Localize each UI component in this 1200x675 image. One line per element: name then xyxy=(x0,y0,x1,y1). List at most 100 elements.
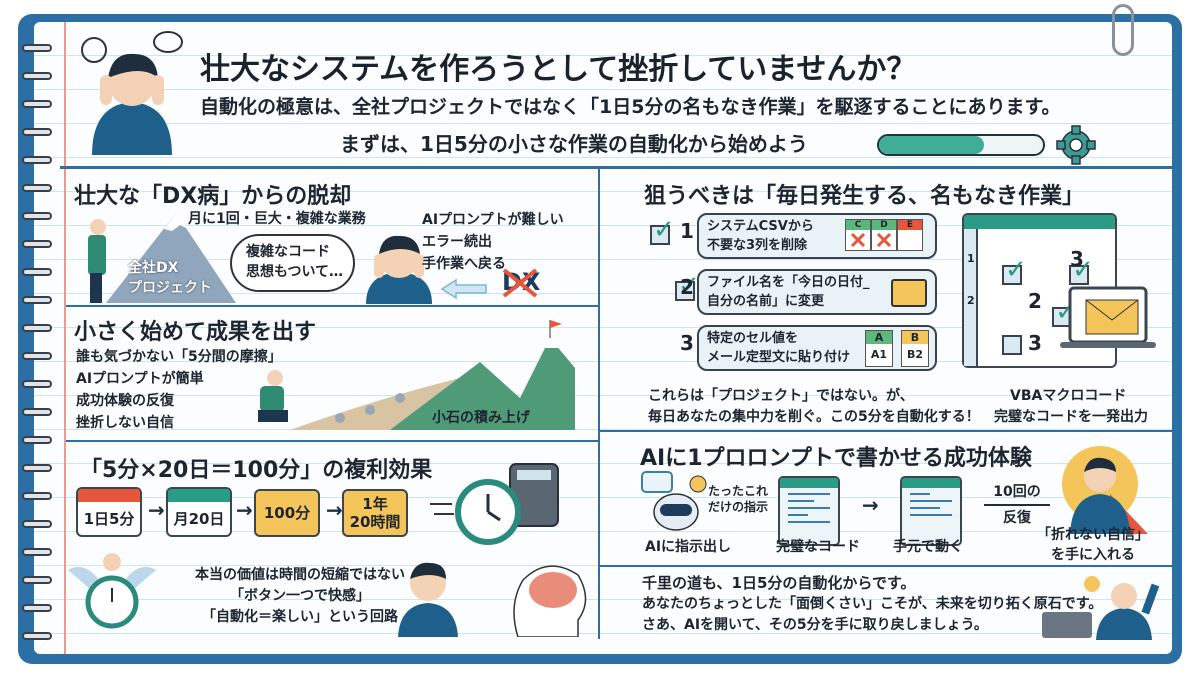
year-step: 1年 20時間 xyxy=(342,489,408,537)
section-divider xyxy=(66,440,598,442)
spiral-ring xyxy=(22,352,52,360)
column-header: D xyxy=(872,220,896,230)
spiral-ring xyxy=(22,128,52,136)
stones-mountain-illustration xyxy=(258,320,575,430)
task-checkbox[interactable] xyxy=(675,271,700,301)
targets-section-title: 狙うべきは「毎日発生する、名もなき作業」 xyxy=(644,184,1085,209)
result-label: 「折れない自信」を手に入れる xyxy=(1033,525,1153,565)
calendar-step: 1日5分 xyxy=(76,487,142,537)
mountain-illustration xyxy=(88,213,236,303)
delete-x-icon xyxy=(872,230,896,250)
thinking-person-brain-icon xyxy=(398,562,587,637)
result-line: を手に入れる xyxy=(1051,547,1135,563)
cross-icon xyxy=(502,268,538,298)
repeat-arrow xyxy=(984,504,1050,506)
left-arrow-icon xyxy=(440,278,487,300)
arrow-icon: → xyxy=(862,493,879,517)
spiral-ring xyxy=(22,632,52,640)
step-label: AIに指示出し xyxy=(645,539,732,555)
winged-clock-icon xyxy=(68,553,156,629)
ai-robot-icon xyxy=(641,471,707,531)
cell-header: B xyxy=(902,331,928,344)
point-item: AIプロンプトが簡単 xyxy=(76,371,204,387)
section-divider xyxy=(66,305,598,307)
cell-value: A1 xyxy=(870,348,888,361)
spiral-ring xyxy=(22,576,52,584)
small-points: 誰も気づかない「5分間の摩擦」AIプロンプトが簡単成功体験の反復挫折しない自信 xyxy=(76,346,282,434)
stones-label: 小石の積み上げ xyxy=(432,410,530,426)
row-number: 2 xyxy=(967,294,975,307)
empty-cell xyxy=(898,230,922,250)
problem-item: エラー続出 xyxy=(422,234,492,250)
margin-line xyxy=(64,22,66,654)
dx-task-note: 月に1回・巨大・複雑な業務 xyxy=(188,211,366,227)
value-line: 「自動化＝楽しい」という回路 xyxy=(202,609,398,625)
problem-item: 手作業へ戻る xyxy=(422,256,506,272)
arrow-icon: → xyxy=(326,498,343,522)
section-divider xyxy=(600,565,1176,567)
spiral-ring xyxy=(22,156,52,164)
checkbox-unchecked[interactable] xyxy=(1002,335,1022,355)
spiral-ring xyxy=(22,408,52,416)
task-line: メール定型文に貼り付け xyxy=(707,350,851,365)
progress-bar xyxy=(877,134,1045,156)
repeat-label: 10回の反復 xyxy=(984,482,1050,528)
spiral-ring xyxy=(22,604,52,612)
checkbox-checked[interactable] xyxy=(1002,255,1027,285)
checkbox-checked[interactable] xyxy=(1069,255,1094,285)
column-divider xyxy=(598,169,600,639)
task-line: 特定のセル値を xyxy=(707,331,799,346)
value-text: 本当の価値は時間の短縮ではない「ボタン一つで快感」「自動化＝楽しい」という回路 xyxy=(165,565,435,628)
mountain-label-line: 全社DX xyxy=(128,260,179,276)
check-number: 2 xyxy=(1028,289,1042,313)
task-number: 2 xyxy=(680,275,694,299)
stressed-person-icon xyxy=(81,31,183,155)
spiral-ring xyxy=(22,548,52,556)
cell-value: B2 xyxy=(906,348,924,361)
task-card: ファイル名を「今日の日付_自分の名前」に変更 xyxy=(697,269,937,315)
page-title: 壮大なシステムを作ろうとして挫折していませんか？ xyxy=(200,52,917,87)
repeat-line: 10回の xyxy=(993,484,1041,500)
prompt-note: たったこれだけの指示 xyxy=(708,483,768,515)
task-line: 自分の名前」に変更 xyxy=(707,294,825,309)
subtitle: 自動化の極意は、全社プロジェクトではなく「1日5分の名もなき作業」を駆逐すること… xyxy=(200,96,1061,118)
task-line: 不要な3列を削除 xyxy=(707,238,808,253)
check-number: 3 xyxy=(1070,247,1084,271)
step-label: 月20日 xyxy=(173,510,225,528)
lead-text: まずは、1日5分の小さな作業の自動化から始めよう xyxy=(340,132,808,156)
note-line: これらは「プロジェクト」ではない。が、 xyxy=(648,388,914,404)
spiral-ring xyxy=(22,380,52,388)
bubble-line: 思想もついて… xyxy=(246,264,344,280)
folder-icon xyxy=(891,279,927,307)
spiral-ring xyxy=(22,240,52,248)
vba-title: VBAマクロコード xyxy=(1010,388,1127,404)
problem-item: AIプロンプトが難しい xyxy=(422,212,564,228)
small-section-title: 小さく始めて成果を出す xyxy=(74,320,317,345)
spiral-ring xyxy=(22,464,52,472)
prompt-note-line: たったこれ xyxy=(708,484,769,498)
check-number: 3 xyxy=(1028,331,1042,355)
gear-icon xyxy=(1056,125,1096,165)
delete-x-icon xyxy=(846,230,870,250)
spiral-ring xyxy=(22,436,52,444)
sheet-header xyxy=(964,215,1115,229)
section-divider xyxy=(600,430,1176,432)
csv-column: D xyxy=(871,219,897,251)
row-header xyxy=(964,229,978,366)
vba-note: VBAマクロコード完璧なコードを一発出力 xyxy=(994,386,1148,428)
mountain-label-line: プロジェクト xyxy=(128,280,212,296)
spiral-ring xyxy=(22,72,52,80)
stopwatch-calculator-icon xyxy=(430,463,559,545)
point-item: 成功体験の反復 xyxy=(76,393,174,409)
closing-line: さあ、AIを開いて、その5分を手に取り戻しましょう。 xyxy=(642,617,988,633)
laptop-mail-icon xyxy=(1060,286,1156,348)
progress-fill xyxy=(879,136,984,154)
prompt-note-line: だけの指示 xyxy=(708,500,769,514)
value-line: 本当の価値は時間の短縮ではない xyxy=(195,567,405,583)
task-checkbox[interactable] xyxy=(650,215,675,245)
spiral-ring xyxy=(22,296,52,304)
arrow-icon: → xyxy=(236,498,253,522)
